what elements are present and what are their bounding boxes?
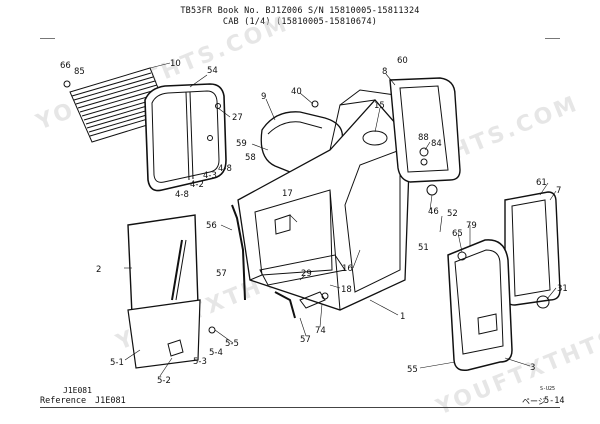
callout-54: 54 — [207, 66, 218, 76]
callout-4-2: 4-2 — [190, 180, 204, 190]
part-side-trim-rear — [274, 291, 296, 319]
callout-9: 9 — [261, 92, 266, 102]
part-front-window — [127, 214, 199, 316]
callout-4-8-upper: 4-8 — [218, 164, 232, 174]
callout-3: 3 — [530, 363, 535, 373]
callout-4-3: 4-3 — [203, 171, 217, 181]
callout-31: 31 — [557, 284, 568, 294]
callout-57-upper: 57 — [216, 269, 227, 279]
callout-84: 84 — [431, 139, 442, 149]
callout-4-8-lower: 4-8 — [175, 190, 189, 200]
callout-74: 74 — [315, 326, 326, 336]
callout-18: 18 — [341, 285, 352, 295]
callout-61: 61 — [536, 178, 547, 188]
callout-40: 40 — [291, 87, 302, 97]
part-cab-frame — [237, 89, 411, 311]
callout-17: 17 — [282, 189, 293, 199]
part-lower-glass — [127, 299, 201, 369]
callout-60: 60 — [397, 56, 408, 66]
part-cab-door — [447, 239, 513, 372]
callout-16: 16 — [342, 264, 353, 274]
callout-7: 7 — [556, 186, 561, 196]
part-rear-window — [389, 77, 461, 183]
callout-5-5: 5-5 — [225, 339, 239, 349]
callout-leader-lines — [124, 62, 557, 377]
footer-rule — [40, 407, 560, 408]
callout-5-3: 5-3 — [193, 357, 207, 367]
callout-8: 8 — [382, 67, 387, 77]
part-ring-seal — [536, 295, 550, 309]
footer-code: J1E081 — [63, 386, 92, 395]
callout-85: 85 — [74, 67, 85, 77]
callout-52: 52 — [447, 209, 458, 219]
callout-57-lower: 57 — [300, 335, 311, 345]
callout-56: 56 — [206, 221, 217, 231]
part-side-trim-front — [231, 204, 246, 301]
footer-page-number: 5-14 — [544, 396, 565, 406]
callout-1: 1 — [400, 312, 405, 322]
footer-reference-label: Reference — [40, 396, 87, 406]
header-rule-left — [40, 38, 55, 39]
callout-58: 58 — [245, 153, 256, 163]
footer-page-label: ページ — [522, 397, 546, 406]
footer-small-code: S-U25 — [540, 386, 556, 392]
callout-labels: 66 85 10 54 27 9 40 15 8 60 59 58 88 84 … — [60, 56, 568, 386]
part-side-window — [144, 83, 227, 192]
callout-46: 46 — [428, 207, 439, 217]
callout-10: 10 — [170, 59, 181, 69]
callout-5-4: 5-4 — [209, 348, 223, 358]
callout-79: 79 — [466, 221, 477, 231]
header-rule-right — [545, 38, 560, 39]
callout-66: 66 — [60, 61, 71, 71]
callout-5-2: 5-2 — [157, 376, 171, 386]
callout-55: 55 — [407, 365, 418, 375]
footer-reference-value: J1E081 — [95, 396, 126, 406]
callout-5-1: 5-1 — [110, 358, 124, 368]
header-book-line: TB53FR Book No. BJ1Z006 S/N 15810005-158… — [180, 6, 420, 16]
callout-65: 65 — [452, 229, 463, 239]
callout-27: 27 — [232, 113, 243, 123]
callout-88: 88 — [418, 133, 429, 143]
header-section-line: CAB (1/4) (15810005-15810674) — [222, 17, 378, 27]
callout-29: 29 — [301, 269, 312, 279]
part-door-glass — [504, 191, 561, 306]
callout-15: 15 — [374, 101, 385, 111]
callout-2: 2 — [96, 265, 101, 275]
callout-59: 59 — [236, 139, 247, 149]
callout-51: 51 — [418, 243, 429, 253]
